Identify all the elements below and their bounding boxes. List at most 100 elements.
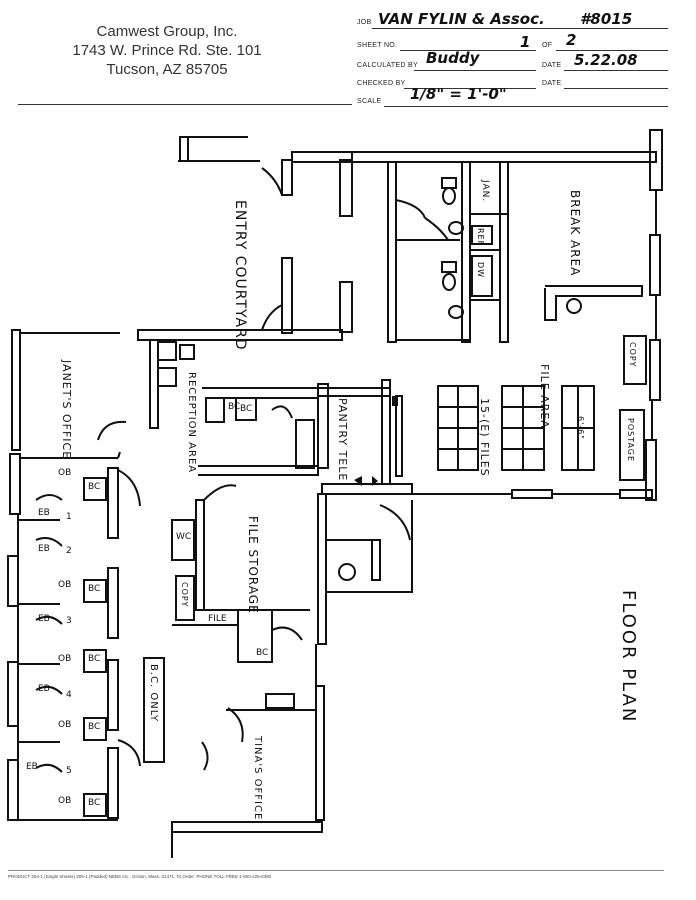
label-tele: TELE: [336, 450, 349, 482]
company-address-line1: 1743 W. Prince Rd. Ste. 101: [72, 42, 262, 59]
wall-segment: [137, 329, 343, 341]
door-swing: [379, 504, 411, 541]
job-value: VAN FYLIN & Assoc.: [378, 10, 545, 28]
door-swing: [271, 626, 303, 641]
label-file: FILE: [208, 614, 227, 624]
of-line: [556, 50, 668, 51]
door-swing: [271, 405, 293, 419]
sink-basin: [566, 298, 582, 314]
tag-eb: EB: [38, 544, 50, 554]
job-line: [372, 28, 668, 29]
wall-segment: [7, 555, 19, 607]
tag-eb: EB: [26, 762, 38, 772]
door-swing: [424, 217, 449, 241]
wall-segment: [371, 539, 381, 581]
wall-segment: [339, 159, 353, 217]
label-jan: JAN.: [480, 180, 490, 203]
wall-segment: [107, 747, 119, 819]
wall-segment: [395, 395, 403, 477]
postage-machine: [619, 409, 645, 481]
tag-eb: EB: [38, 508, 50, 518]
calc-value: Buddy: [426, 49, 480, 67]
label-tinas-office: TINA'S OFFICE: [252, 736, 263, 821]
label-file-storage: FILE STORAGE: [246, 516, 260, 614]
wall-segment: [339, 281, 353, 333]
furniture: [157, 367, 177, 387]
job-label: JOB: [357, 19, 372, 26]
sheet-value: 1: [520, 33, 531, 51]
cabinet: [295, 419, 315, 469]
arrow-marker: [354, 476, 362, 486]
label-sixty-six: 6'-6": [576, 416, 585, 440]
door-swing: [201, 741, 209, 771]
wall-segment: [281, 257, 293, 334]
wall-segment: [195, 499, 205, 611]
wall-segment: [117, 451, 121, 459]
toilet-bowl: [442, 273, 456, 291]
office-number-3: 3: [66, 616, 72, 626]
tag-wc: WC: [176, 532, 192, 542]
furniture: [157, 341, 177, 361]
dishwasher-counter: [471, 255, 493, 297]
label-postage: POSTAGE: [626, 418, 635, 463]
office-number-5: 5: [66, 766, 72, 776]
wall-segment: [7, 661, 19, 727]
arrow-marker: [372, 476, 378, 486]
of-label: OF: [542, 42, 553, 49]
wall-segment: [649, 234, 661, 296]
wall-segment: [511, 489, 553, 499]
cabinet: [237, 609, 273, 663]
scale-label: SCALE: [357, 98, 382, 105]
wall-segment: [387, 161, 397, 343]
wall-segment: [461, 161, 471, 343]
office-number-2: 2: [66, 546, 72, 556]
tag-bc: BC: [88, 722, 101, 732]
footer-print: PRODUCT 204-1 (Single Sheets) 205-1 (Pad…: [8, 874, 272, 879]
wall-segment: [7, 759, 19, 821]
toilet-bowl: [442, 187, 456, 205]
tag-ob: OB: [58, 468, 72, 478]
wall-segment: [9, 453, 21, 515]
tag-bc: BC: [88, 798, 101, 808]
label-bc-only: B.C. ONLY: [148, 664, 159, 723]
copy-machine: [175, 575, 195, 621]
header-rule: [18, 104, 352, 105]
calc-label: CALCULATED BY: [357, 62, 418, 69]
cabinet: [143, 657, 165, 763]
tag-ob: OB: [58, 580, 72, 590]
tag-eb: EB: [38, 684, 50, 694]
label-files-note: 15-(E) FILES: [478, 398, 491, 477]
scale-line: [384, 106, 668, 107]
door-swing: [203, 484, 237, 501]
date-line: [564, 70, 668, 71]
tag-bc: BC: [228, 402, 241, 412]
tag-ob: OB: [58, 654, 72, 664]
wall-segment: [315, 685, 325, 821]
label-courtyard: COURTYARD: [232, 255, 248, 351]
copy-machine: [623, 335, 647, 385]
wall-segment: [321, 483, 413, 495]
tag-bc: BC: [88, 482, 101, 492]
tag-bc: BC: [88, 584, 101, 594]
wall-segment: [149, 339, 159, 429]
door-swing: [97, 420, 127, 441]
sheet-line: [400, 50, 536, 51]
tag-ob: OB: [58, 720, 72, 730]
label-entry-courtyard: ENTRY COURTYARD: [232, 200, 248, 351]
date-value: 5.22.08: [574, 51, 638, 69]
checked-label: CHECKED BY: [357, 80, 406, 87]
door-swing: [261, 167, 283, 196]
label-dw: DW: [476, 262, 485, 279]
label-entry: ENTRY: [232, 200, 248, 251]
counter: [544, 285, 643, 321]
label-file-area: FILE AREA: [538, 364, 551, 429]
label-pantry: PANTRY: [336, 398, 349, 447]
tag-ob: OB: [58, 796, 72, 806]
tag-bc: BC: [88, 654, 101, 664]
wall-segment: [107, 659, 119, 731]
reception-counter: [202, 387, 319, 399]
sink: [448, 305, 464, 319]
company-address-line2: Tucson, AZ 85705: [106, 61, 228, 78]
wall-segment: [317, 493, 327, 645]
